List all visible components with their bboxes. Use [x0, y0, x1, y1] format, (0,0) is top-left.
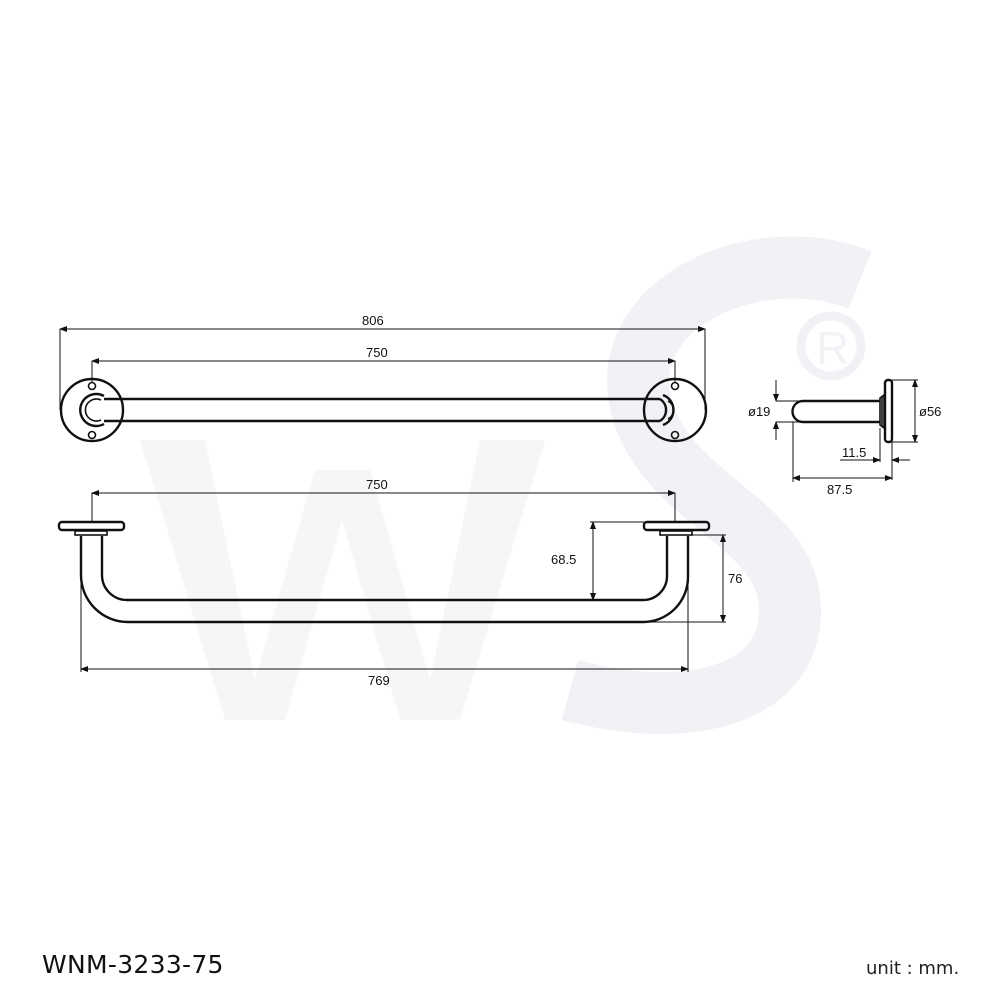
model-number: WNM-3233-75	[42, 950, 224, 979]
watermark-registered-symbol: R	[816, 322, 849, 374]
right-flange	[642, 377, 708, 443]
watermark-letter-s	[561, 236, 872, 734]
dim-overall-width: 769	[368, 673, 390, 688]
top-view: 750 68.5 76 769	[57, 477, 742, 688]
front-view: 806 750	[59, 313, 708, 443]
dim-outer-projection: 76	[728, 571, 742, 586]
left-flange	[59, 377, 125, 443]
dim-center-distance: 750	[366, 345, 388, 360]
side-view: ø56 ø19 11.5 87.5	[748, 378, 941, 497]
watermark-registered-circle	[796, 311, 866, 381]
dim-tube-diameter: ø19	[748, 404, 770, 419]
unit-label: unit : mm.	[866, 958, 960, 979]
dim-flange-thickness: 11.5	[842, 445, 866, 460]
dim-top-center-distance: 750	[366, 477, 388, 492]
dim-flange-diameter: ø56	[919, 404, 941, 419]
dim-projection: 87.5	[827, 482, 852, 497]
watermark: R	[140, 236, 872, 734]
watermark-letter-w	[140, 440, 545, 720]
dim-overall-length: 806	[362, 313, 384, 328]
dim-inner-projection: 68.5	[551, 552, 576, 567]
